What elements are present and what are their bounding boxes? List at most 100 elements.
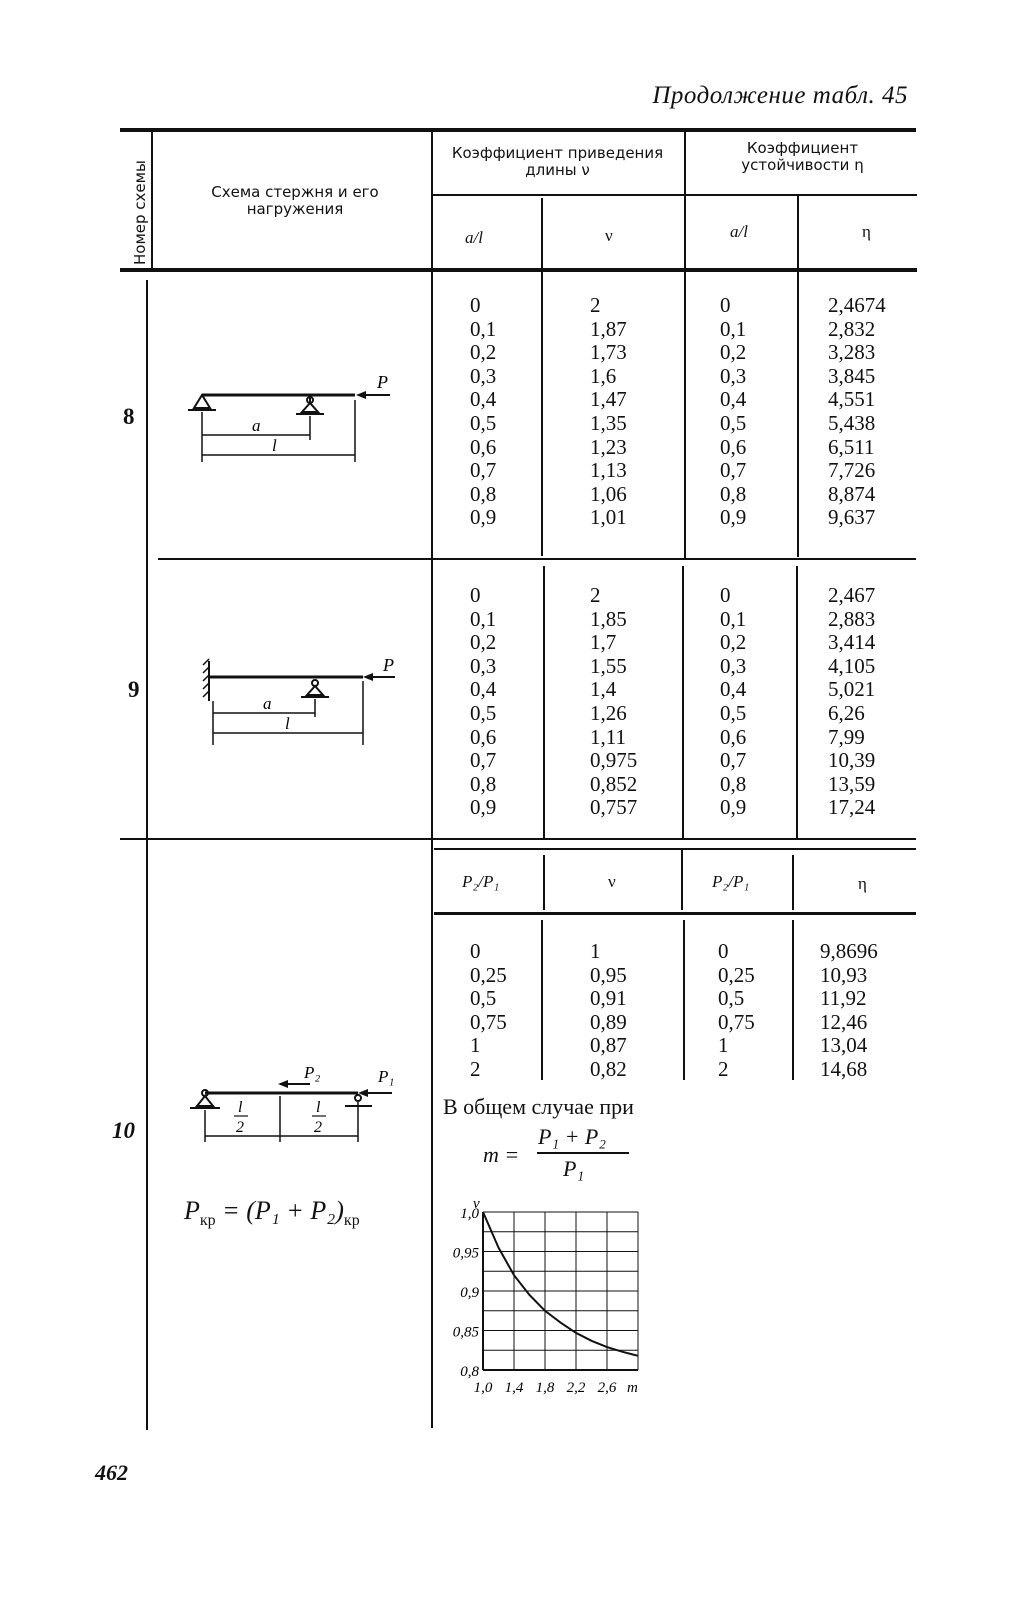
cell-a-l: 0,2 [470, 340, 497, 365]
chart-x-tick-label: 2,2 [567, 1380, 586, 1396]
cell-a-l: 0,8 [470, 481, 497, 506]
cell-eta: 13,59 [828, 771, 876, 796]
cell-a-l: 0,6 [470, 724, 497, 749]
cell-eta: 11,92 [820, 986, 867, 1011]
cell-eta: 9,637 [828, 505, 876, 530]
cell-a-l: 0,1 [720, 606, 747, 631]
cell-a-l: 0 [720, 293, 731, 317]
row-10-half-l-label-2: l [316, 1099, 321, 1116]
formula-p: P [184, 1196, 200, 1225]
row-9-load-label: P [382, 655, 394, 675]
cell-eta: 4,105 [828, 653, 876, 678]
row-8-number: 8 [123, 404, 135, 429]
cell-a-l: 0,8 [720, 481, 747, 506]
cell-a-l: 0,1 [470, 316, 497, 341]
col-divider-1 [151, 132, 153, 272]
header-stability-coeff: Коэффициент устойчивости η [741, 139, 864, 174]
cell-p-ratio: 2 [718, 1056, 729, 1081]
row-9-l-label: l [285, 714, 290, 733]
cell-a-l: 0,9 [720, 505, 747, 530]
cell-eta: 2,467 [828, 583, 876, 607]
row-8-scheme-diagram: P a l [188, 372, 390, 462]
cell-eta: 2,832 [828, 316, 876, 341]
table-continuation-heading: Продолжение табл. 45 [652, 82, 908, 109]
cell-a-l: 0,7 [720, 458, 747, 483]
cell-eta: 6,511 [828, 434, 875, 459]
cell-a-l: 0,3 [470, 653, 497, 678]
cell-a-l: 0,7 [470, 748, 497, 773]
row-8-l-label: l [272, 436, 277, 455]
cell-p-ratio: 0,5 [718, 986, 745, 1011]
cell-nu: 0,87 [590, 1033, 627, 1058]
cell-a-l: 0,4 [470, 387, 497, 412]
cell-p-ratio: 0,75 [470, 1009, 507, 1034]
row-10-note-m: m = [483, 1142, 520, 1167]
chart-x-tick-label: 1,0 [474, 1380, 493, 1396]
header-col-a-l-2: a/l [730, 222, 748, 241]
col-divider-3d [683, 920, 685, 1080]
header-col-eta: η [862, 222, 871, 241]
cell-eta: 5,438 [828, 410, 876, 435]
cell-nu: 1 [590, 939, 601, 963]
cell-nu: 0,975 [590, 748, 638, 773]
cell-a-l: 0,2 [720, 630, 747, 655]
cell-eta: 7,99 [828, 724, 865, 749]
cell-eta: 3,414 [828, 630, 876, 655]
cell-a-l: 0,6 [720, 434, 747, 459]
cell-nu: 1,23 [590, 434, 627, 459]
header-col-p-ratio-2: P₂/P₁ [712, 872, 750, 891]
cell-a-l: 0 [470, 583, 481, 607]
cell-nu: 0,82 [590, 1056, 627, 1081]
cell-nu: 1,7 [590, 630, 617, 655]
header-col-nu-b: ν [608, 872, 616, 891]
cell-p-ratio: 0,25 [470, 962, 507, 987]
cell-nu: 0,757 [590, 795, 638, 820]
cell-nu: 2 [590, 293, 601, 317]
row-10-two-label-2: 2 [314, 1119, 322, 1136]
col-divider-3c [681, 850, 683, 910]
cell-nu: 2 [590, 583, 601, 607]
chart-series-line [482, 1211, 639, 1357]
subcol-divider-a3 [543, 855, 545, 910]
cell-nu: 1,4 [590, 677, 617, 702]
row-8-bottom-rule [158, 558, 916, 560]
subcol-divider-a4 [541, 920, 543, 1080]
row-10-number: 10 [112, 1118, 135, 1143]
cell-a-l: 0 [720, 583, 731, 607]
row-10-note-fraction-bar [537, 1152, 629, 1154]
cell-nu: 1,13 [590, 458, 627, 483]
cell-nu: 1,73 [590, 340, 627, 365]
cell-eta: 8,874 [828, 481, 876, 506]
cell-a-l: 0,8 [720, 771, 747, 796]
col-divider-3 [684, 128, 686, 558]
cell-eta: 2,883 [828, 606, 876, 631]
chart-x-tick-label: 2,6 [598, 1380, 617, 1396]
col-divider-3b [682, 566, 684, 840]
cell-eta: 9,8696 [820, 939, 878, 963]
cell-a-l: 0,4 [720, 677, 747, 702]
cell-a-l: 0,6 [470, 434, 497, 459]
cell-a-l: 0,2 [720, 340, 747, 365]
subcol-divider-b3 [792, 855, 794, 910]
subcol-divider-a [541, 198, 543, 556]
row-10-half-l-label-1: l [238, 1099, 243, 1116]
header-col-eta-b: η [858, 874, 867, 893]
chart-y-tick-label: 0,8 [460, 1364, 479, 1380]
cell-p-ratio: 0 [718, 939, 729, 963]
subcol-divider-b2 [796, 566, 798, 838]
cell-eta: 7,726 [828, 458, 876, 483]
row-10-header-bottom [434, 912, 916, 915]
cell-a-l: 0,5 [470, 410, 497, 435]
cell-p-ratio: 2 [470, 1056, 481, 1081]
cell-a-l: 0,6 [720, 724, 747, 749]
cell-p-ratio: 0 [470, 939, 481, 963]
row-9-scheme-diagram: P a l [202, 655, 395, 745]
